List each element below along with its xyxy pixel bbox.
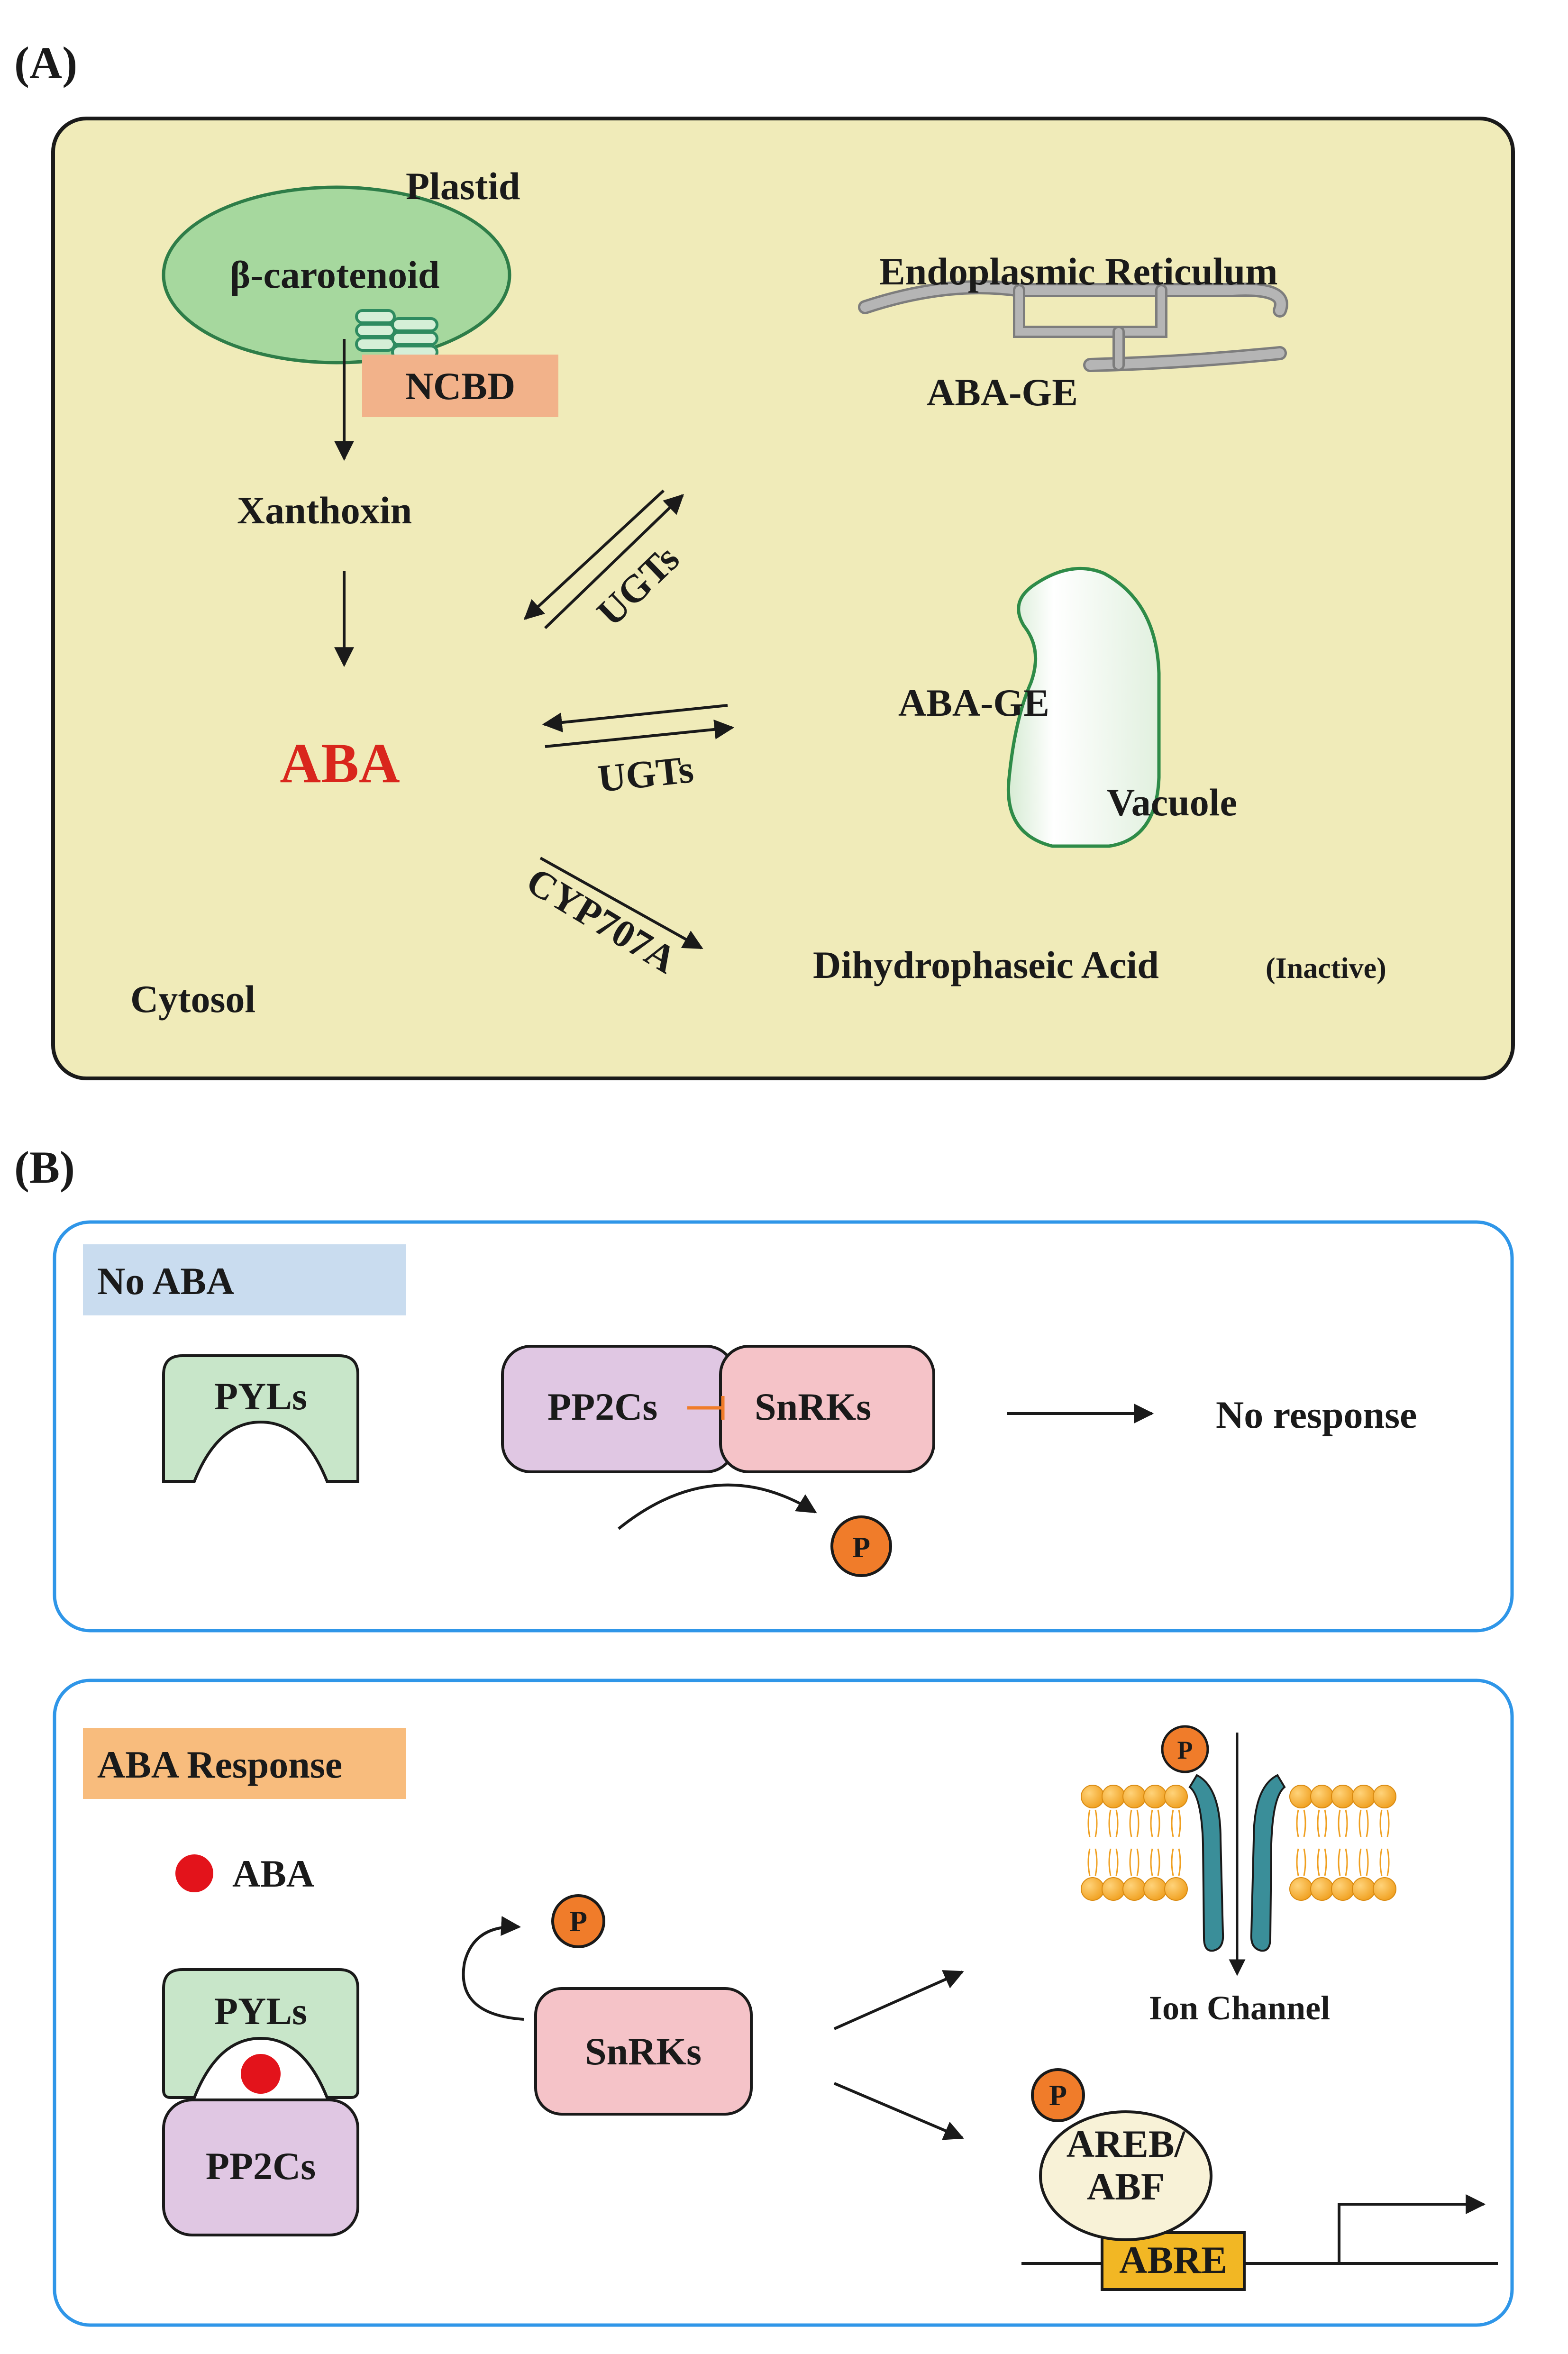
pyls-receptor-aba-response (162, 1968, 359, 2099)
aba-bound-dot (241, 2054, 281, 2094)
arrow-snrk-to-areb (833, 2082, 964, 2140)
no-response-label: No response (1216, 1393, 1417, 1436)
beta-carotenoid-label: β-carotenoid (230, 253, 440, 296)
cytosol-label: Cytosol (130, 977, 255, 1021)
aba-legend-label: ABA (232, 1852, 314, 1895)
dpa-label: Dihydrophaseic Acid (813, 943, 1159, 986)
pyls-no-aba-label: PYLs (214, 1375, 307, 1418)
areb-abf-shape (1039, 2110, 1212, 2241)
abre-box (1101, 2231, 1246, 2291)
ion-channel-label: Ion Channel (1149, 1989, 1330, 2027)
arrow-snrk-to-channel (833, 1970, 964, 2030)
inactive-label: (Inactive) (1266, 952, 1386, 985)
pp2cs-aba-response-label: PP2Cs (206, 2144, 316, 2188)
phosphate-snrk-label: P (569, 1906, 587, 1938)
phosphate-icon-channel (1161, 1725, 1209, 1773)
phospho-arrow-no-aba (618, 1483, 817, 1530)
inhibition-icon (687, 1396, 725, 1420)
pyls-aba-response-label: PYLs (214, 1989, 307, 2033)
arrow-vacuole-to-aba (542, 704, 728, 733)
aba-response-title: ABA Response (97, 1743, 342, 1786)
ncbd-label: NCBD (405, 365, 515, 408)
arrow-er-to-aba (523, 489, 665, 620)
abre-label: ABRE (1119, 2238, 1227, 2281)
ncbd-box (362, 355, 558, 417)
er-shape (858, 280, 1288, 372)
autophospho-arrow (462, 1916, 524, 2021)
phosphate-areb-label: P (1049, 2080, 1067, 2112)
aba-legend-dot (175, 1854, 213, 1892)
no-aba-tag (83, 1244, 406, 1315)
ugts-lower-label: UGTs (596, 748, 695, 801)
phosphate-no-aba-label: P (852, 1532, 870, 1564)
transcription-start-arrow (1338, 2194, 1486, 2263)
arrow-aba-to-dpa (539, 857, 703, 949)
snrks-no-aba-label: SnRKs (755, 1385, 871, 1428)
xanthoxin-label: Xanthoxin (237, 489, 412, 532)
plastid-label: Plastid (406, 164, 520, 208)
aba-response-tag (83, 1728, 406, 1799)
phosphate-icon-areb (1031, 2068, 1085, 2122)
aba-label: ABA (280, 731, 400, 794)
pp2cs-aba-response (162, 2099, 359, 2236)
no-aba-title: No ABA (97, 1259, 234, 1303)
snrks-aba-response (534, 1987, 753, 2116)
areb-label-line2: ABF (1087, 2165, 1165, 2208)
arrow-aba-to-vacuole (545, 719, 735, 748)
ion-channel-icon (1188, 1774, 1286, 1952)
membrane-icon (1081, 1785, 1396, 1901)
arrow-aba-to-er (544, 494, 684, 630)
phosphate-channel-label: P (1177, 1736, 1193, 1764)
ncbd-enzyme-icon (355, 309, 438, 360)
aba-ge-er-label: ABA-GE (927, 371, 1078, 414)
phosphate-icon-snrk (551, 1894, 605, 1948)
snrks-aba-response-label: SnRKs (585, 2030, 702, 2073)
panel-b-label: (B) (14, 1142, 75, 1193)
phosphate-icon-no-aba (830, 1515, 892, 1577)
panel-a-label: (A) (14, 37, 77, 88)
er-label: Endoplasmic Reticulum (879, 250, 1278, 293)
vacuole-label: Vacuole (1107, 781, 1237, 824)
aba-ge-vacuole-label: ABA-GE (898, 681, 1049, 724)
pp2cs-no-aba-label: PP2Cs (547, 1385, 657, 1428)
pyls-receptor-no-aba (162, 1354, 359, 1483)
vacuole-shape (1006, 566, 1161, 848)
areb-label-line1: AREB/ (1067, 2122, 1186, 2165)
